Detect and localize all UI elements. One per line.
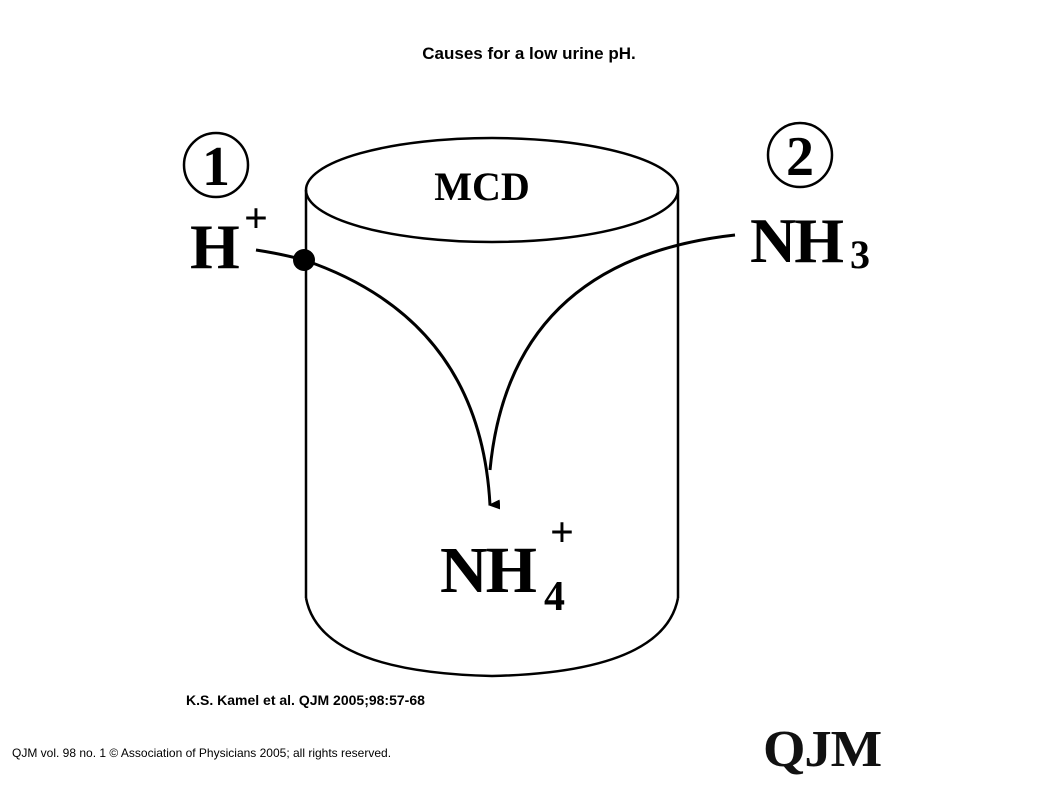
copyright-notice: QJM vol. 98 no. 1 © Association of Physi… <box>12 746 392 760</box>
number-2-circle <box>766 121 834 189</box>
proton-charge: + <box>244 196 268 242</box>
ammonium-species: NH 4 + <box>440 510 574 620</box>
ammonia-symbol: NH <box>750 205 843 276</box>
proton-symbol: H <box>190 211 240 282</box>
segment-label: MCD <box>434 164 530 209</box>
ammonium-charge: + <box>550 510 574 556</box>
ammonia-subscript: 3 <box>850 232 870 277</box>
figure-title: Causes for a low urine pH. <box>422 44 636 63</box>
proton-species: H + <box>190 196 268 282</box>
proton-pump-dot <box>293 249 315 271</box>
number-1-circle <box>182 131 250 199</box>
cause-2-marker: 2 <box>766 121 834 189</box>
number-2-label: 2 <box>786 126 814 188</box>
proton-arrow <box>255 248 501 510</box>
ammonium-subscript: 4 <box>544 574 565 620</box>
cause-1-marker: 1 <box>182 131 250 199</box>
ammonia-arrow <box>488 233 736 471</box>
ammonium-symbol: NH <box>440 534 537 607</box>
cylinder-bottom-arc <box>304 597 680 678</box>
ammonia-species: NH 3 <box>750 205 870 277</box>
journal-logo: QJM <box>763 721 882 778</box>
number-1-label: 1 <box>202 136 230 198</box>
citation: K.S. Kamel et al. QJM 2005;98:57-68 <box>186 692 425 708</box>
